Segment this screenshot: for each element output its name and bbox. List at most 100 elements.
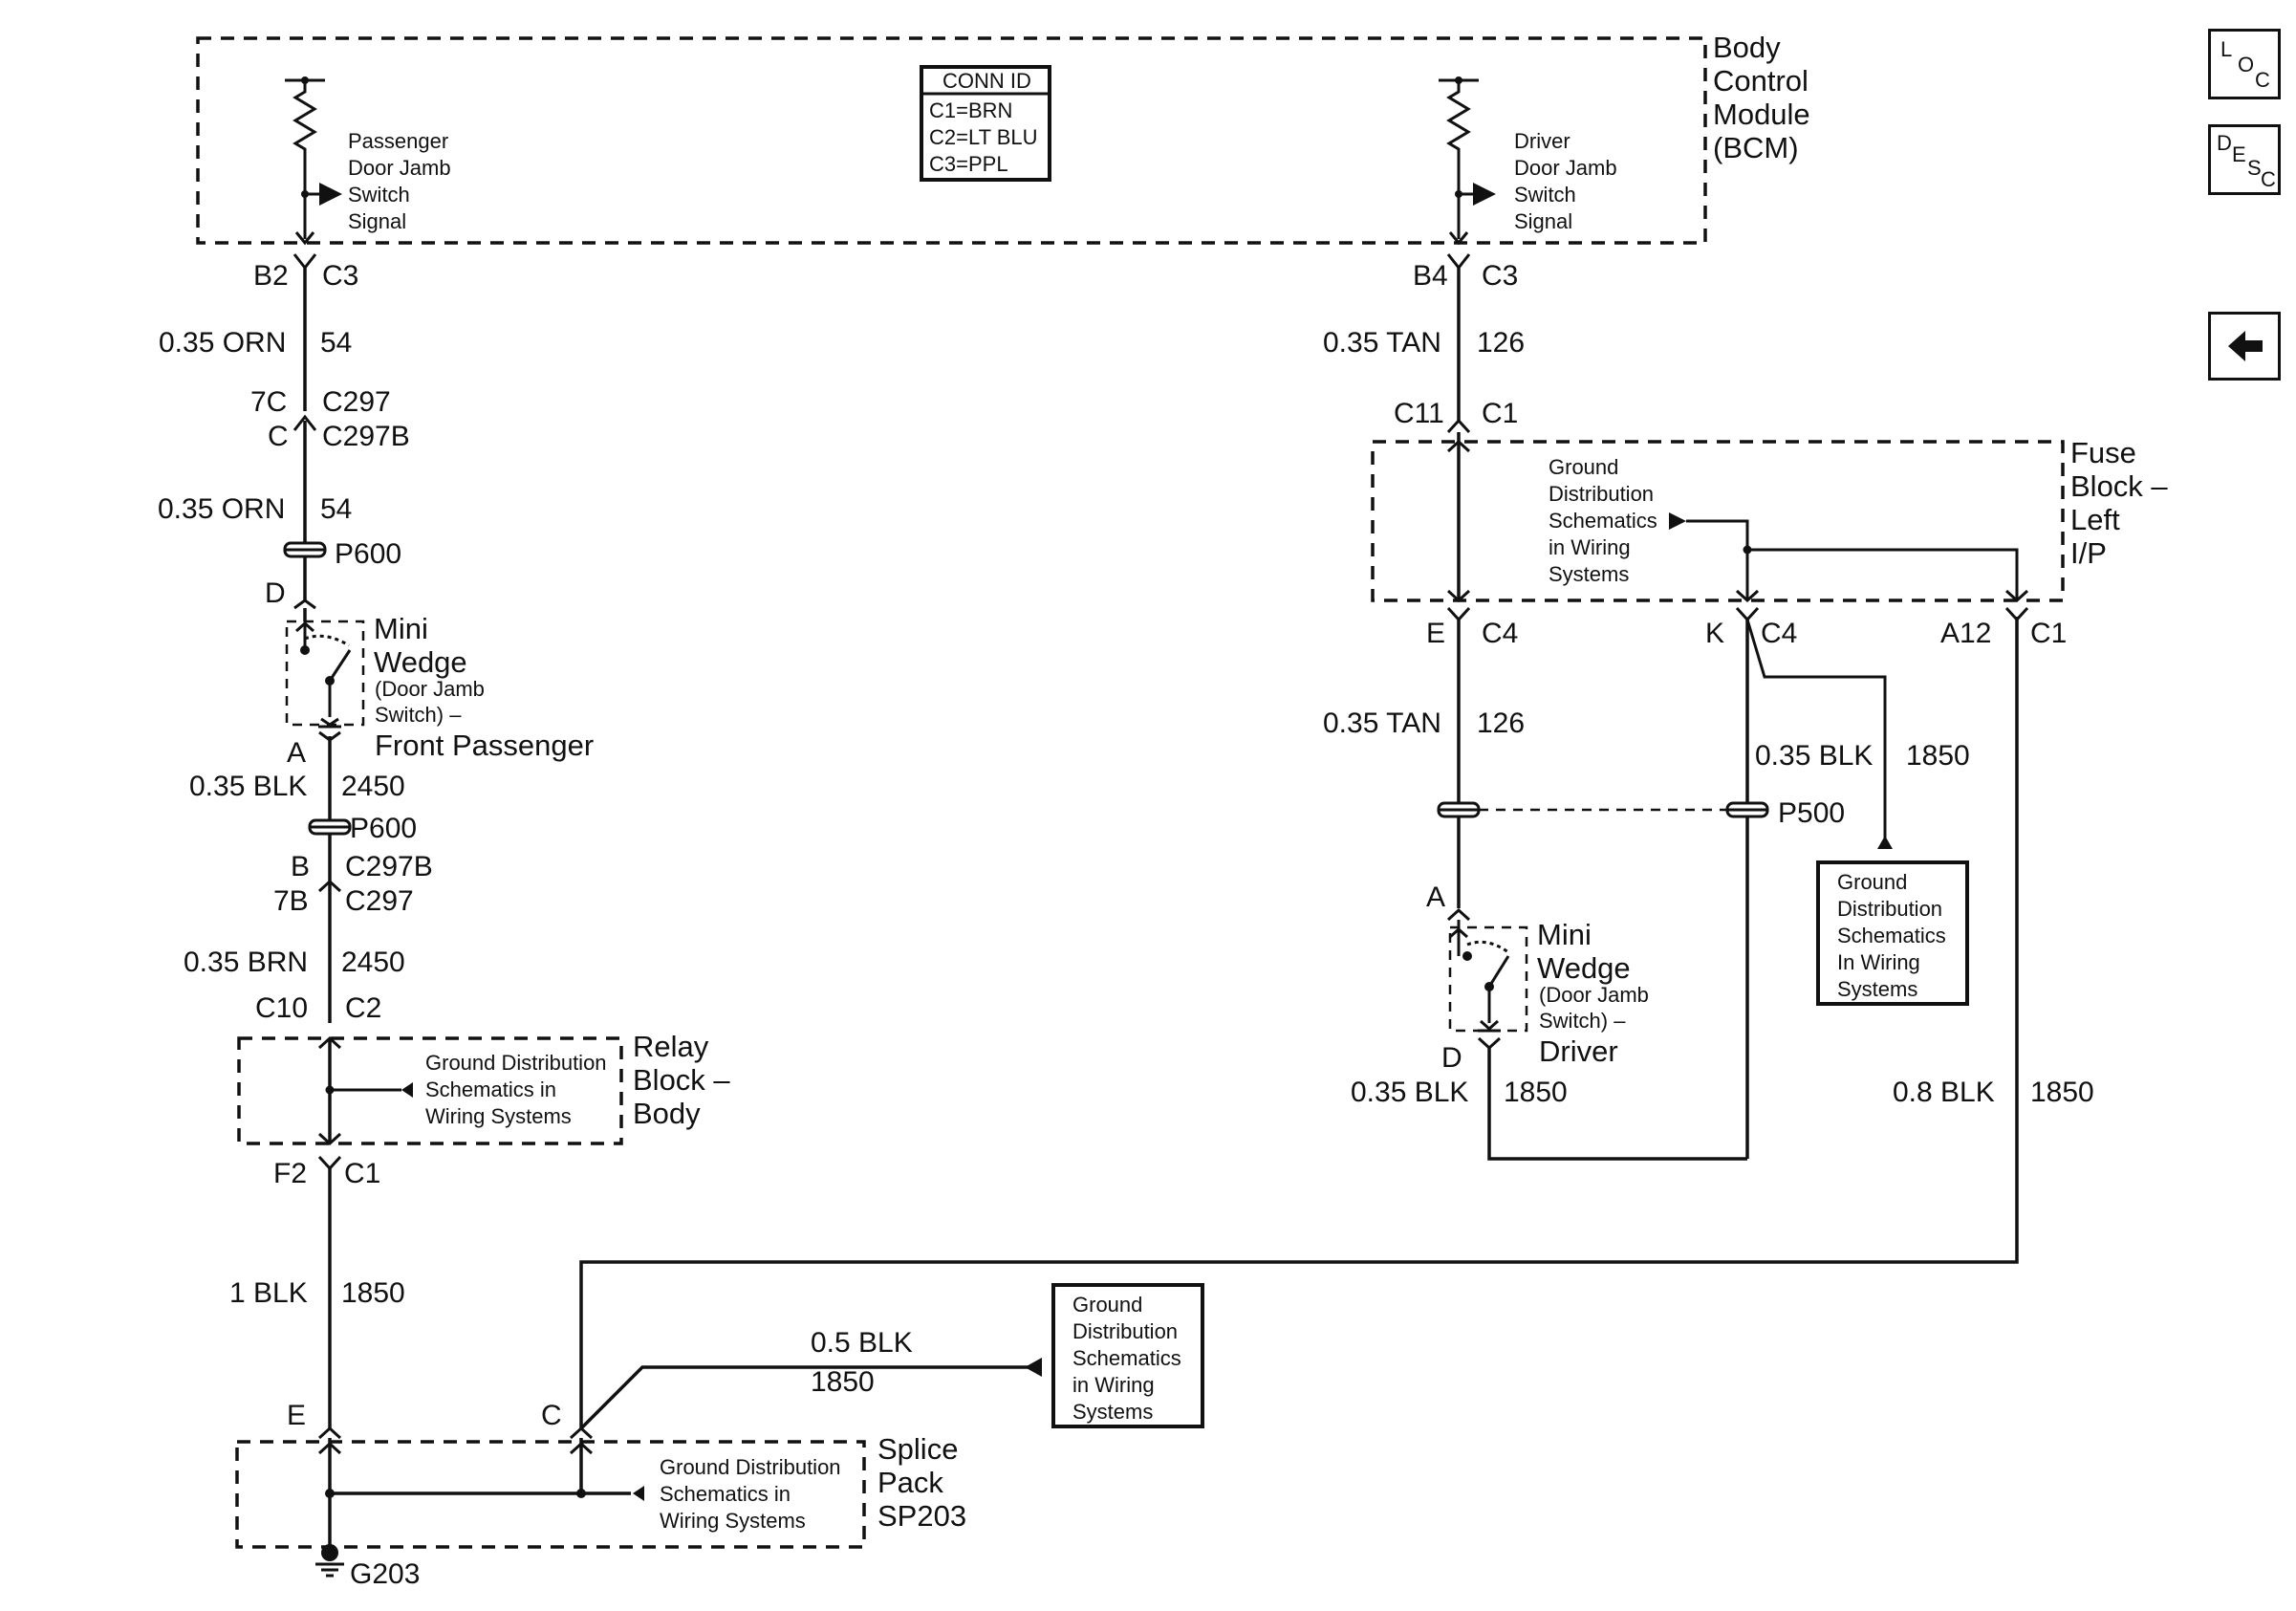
splice-gd-label-1: Ground Distribution xyxy=(660,1455,841,1479)
wire-126-size-upper: 0.35 TAN xyxy=(1323,327,1441,359)
passthrough-p600-upper xyxy=(283,541,327,558)
passenger-signal-circuit: Passenger Door Jamb Switch Signal xyxy=(285,76,451,246)
wire-2450-ckt-upper: 2450 xyxy=(341,771,405,802)
loc-button[interactable]: L O C xyxy=(2208,29,2281,99)
conn-c297b-lower: C297B xyxy=(345,851,433,882)
pin-d-right: D xyxy=(1441,1042,1462,1074)
back-button[interactable] xyxy=(2208,312,2281,381)
wire-1850-driver xyxy=(1487,1048,1747,1161)
conn-id-table: CONN ID C1=BRN C2=LT BLU C3=PPL xyxy=(920,65,1051,182)
conn-c2: C2 xyxy=(345,992,381,1024)
desc-letter-d: D xyxy=(2217,131,2232,155)
ground-distribution-box-right[interactable]: Ground Distribution Schematics In Wiring… xyxy=(1816,860,1969,1006)
wire-1850-ckt-gd: 1850 xyxy=(811,1366,875,1398)
passenger-signal-label-3: Switch xyxy=(348,183,410,207)
gd-box-left-label-1: Ground xyxy=(1072,1293,1142,1317)
pin-k: K xyxy=(1705,618,1724,649)
conn-id-c3: C3=PPL xyxy=(929,152,1008,176)
bcm-outline xyxy=(196,36,1707,245)
bcm-label-3: Module xyxy=(1713,98,1810,131)
wire-1850-size-driver: 0.35 BLK xyxy=(1351,1077,1468,1108)
gd-box-left-label-3: Schematics xyxy=(1072,1346,1181,1370)
wire-1850-to-gd xyxy=(579,1365,1042,1430)
splice-label-3: SP203 xyxy=(877,1499,966,1533)
pin-c-splice: C xyxy=(541,1400,562,1431)
gd-box-left-label-4: in Wiring xyxy=(1072,1373,1155,1397)
pin-e-left: E xyxy=(287,1400,306,1431)
gd-box-right-label-4: In Wiring xyxy=(1837,950,1920,974)
driver-signal-label-2: Door Jamb xyxy=(1514,156,1617,180)
p600-label-upper: P600 xyxy=(335,538,401,570)
wire-1850-ckt-main: 1850 xyxy=(341,1277,405,1309)
bcm-label-2: Control xyxy=(1713,64,1809,98)
wire-1850-size-k: 0.35 BLK xyxy=(1755,740,1873,772)
pin-c: C xyxy=(268,421,289,452)
wire-2450-ckt-lower: 2450 xyxy=(341,947,405,978)
driver-switch-label-3: (Door Jamb xyxy=(1539,983,1649,1007)
passenger-signal-label-2: Door Jamb xyxy=(348,156,451,180)
pin-a-left: A xyxy=(287,737,306,769)
conn-id-title: CONN ID xyxy=(942,69,1031,93)
conn-id-c2: C2=LT BLU xyxy=(929,125,1038,149)
gd-box-right-label-1: Ground xyxy=(1837,870,1907,894)
loc-letter-l: L xyxy=(2220,37,2233,61)
connector-b2-c3 xyxy=(292,253,317,271)
driver-switch-label-4: Switch) – xyxy=(1539,1009,1626,1033)
gd-box-left-label-2: Distribution xyxy=(1072,1319,1178,1343)
pin-b: B xyxy=(291,851,310,882)
relay-gd-label-2: Schematics in xyxy=(425,1078,556,1101)
wire-54-ckt-lower: 54 xyxy=(320,493,352,525)
splice-label-2: Pack xyxy=(877,1466,943,1499)
fuse-gd-label-4: in Wiring xyxy=(1549,535,1631,559)
passenger-switch-label-5: Front Passenger xyxy=(375,729,594,762)
back-arrow-icon xyxy=(2228,331,2263,361)
gd-box-right-label-5: Systems xyxy=(1837,977,1917,1001)
loc-letter-c: C xyxy=(2255,68,2270,92)
driver-signal-label-4: Signal xyxy=(1514,209,1572,233)
bcm-label-1: Body xyxy=(1713,31,1781,64)
wire-1850-ckt-k: 1850 xyxy=(1906,740,1970,772)
desc-button[interactable]: D E S C xyxy=(2208,124,2281,195)
loc-letter-o: O xyxy=(2238,53,2255,76)
splice-label-1: Splice xyxy=(877,1432,958,1466)
wire-54-size-lower: 0.35 ORN xyxy=(158,493,285,525)
passenger-branch: B2 C3 0.35 ORN 54 7C C297 C C297B 0.35 O… xyxy=(158,253,2019,1590)
relay-block-body xyxy=(237,1036,623,1145)
fuse-gd-label-5: Systems xyxy=(1549,562,1629,586)
pullup-resistor-passenger xyxy=(292,80,317,239)
wire-1850-size-return: 0.8 BLK xyxy=(1893,1077,1995,1108)
gd-box-right-label-2: Distribution xyxy=(1837,897,1942,921)
desc-letter-s: S xyxy=(2247,156,2262,180)
desc-letter-c: C xyxy=(2261,167,2276,191)
wire-1850-size-main: 1 BLK xyxy=(229,1277,308,1309)
wire-1850-ckt-return: 1850 xyxy=(2030,1077,2094,1108)
bcm-label-4: (BCM) xyxy=(1713,131,1799,164)
conn-c1-left: C1 xyxy=(344,1158,380,1189)
pin-a-right: A xyxy=(1426,882,1445,913)
wire-126-ckt-lower: 126 xyxy=(1477,708,1525,739)
wire-54-ckt-upper: 54 xyxy=(320,327,352,359)
gd-box-right-label-3: Schematics xyxy=(1837,924,1946,947)
wire-126-size-lower: 0.35 TAN xyxy=(1323,708,1441,739)
fuse-gd-label-3: Schematics xyxy=(1549,509,1657,533)
fuse-block-label-3: Left xyxy=(2070,503,2120,536)
fuse-block-label-2: Block – xyxy=(2070,469,2168,503)
pin-7c: 7C xyxy=(250,386,287,418)
wire-126-ckt-upper: 126 xyxy=(1477,327,1525,359)
ground-label: G203 xyxy=(350,1558,420,1590)
conn-id-c1: C1=BRN xyxy=(929,98,1012,122)
passthrough-p500-b xyxy=(1725,801,1769,818)
fuse-block-label-4: I/P xyxy=(2070,536,2107,570)
driver-signal-label-3: Switch xyxy=(1514,183,1576,207)
driver-switch-label-5: Driver xyxy=(1539,1034,1618,1068)
wire-1850-k-branch xyxy=(1745,619,1887,839)
passenger-switch-label-2: Wedge xyxy=(374,645,467,679)
pin-c10: C10 xyxy=(255,992,308,1024)
gd-box-left-label-5: Systems xyxy=(1072,1400,1153,1424)
ground-distribution-box-left[interactable]: Ground Distribution Schematics in Wiring… xyxy=(1051,1283,1204,1428)
conn-c1-right: C1 xyxy=(1482,398,1518,429)
wire-2450-size-lower: 0.35 BRN xyxy=(184,947,308,978)
p500-label: P500 xyxy=(1778,797,1845,829)
pin-d-left: D xyxy=(265,577,286,609)
